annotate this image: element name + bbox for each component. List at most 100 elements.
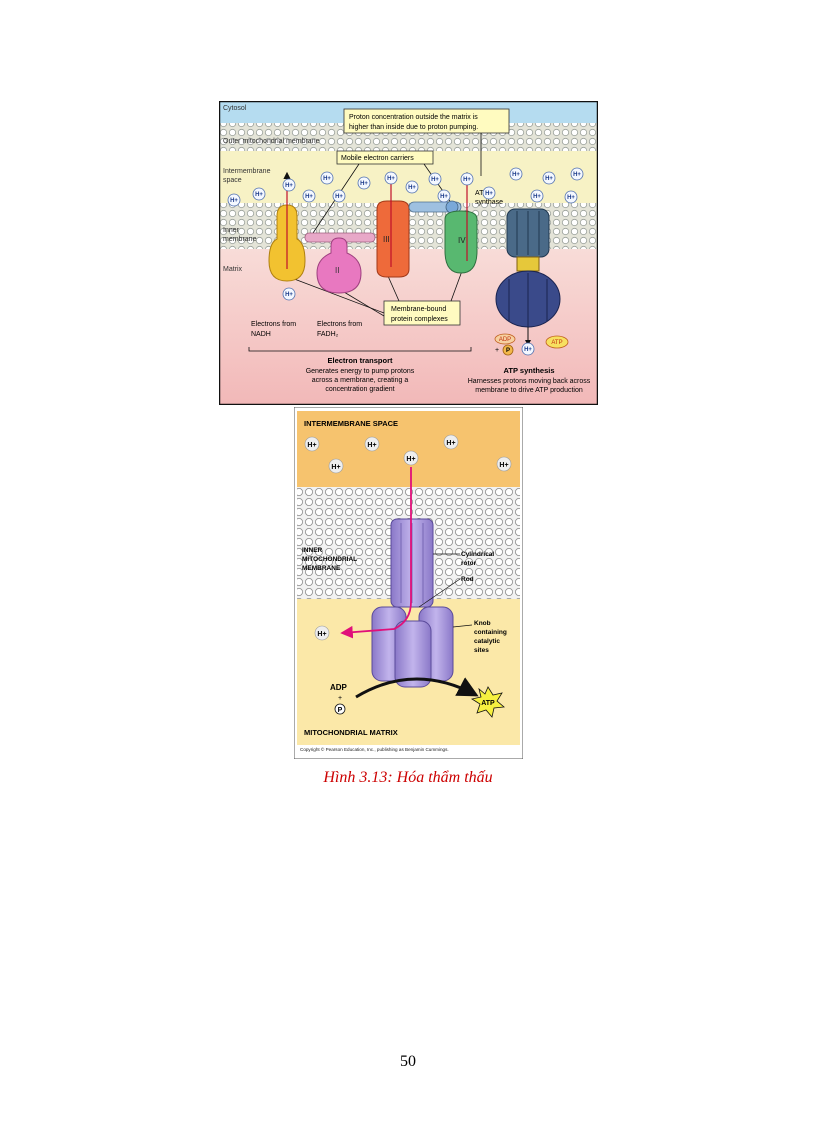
atp-label: ATP [481, 700, 495, 707]
svg-text:H+: H+ [499, 462, 508, 469]
bottom-protons: H+ H+ H+ H+ H+ H+ H+ [304, 434, 512, 641]
svg-text:H+: H+ [323, 176, 331, 182]
atp-synthase-label: ATP [475, 190, 488, 197]
phosphate-label: P [506, 348, 510, 354]
proton-icon: H+ [521, 342, 535, 356]
intermembrane-space-label: INTERMEMBRANE SPACE [304, 419, 398, 428]
proton-icon: H+ [282, 178, 296, 192]
atp-synthase-label: synthase [475, 199, 503, 206]
proton-icon: H+ [252, 187, 266, 201]
svg-text:H+: H+ [406, 456, 415, 463]
inner-membrane-label: INNER [302, 547, 323, 554]
svg-text:H+: H+ [408, 185, 416, 191]
proton-icon: H+ [437, 189, 451, 203]
region-matrix-label: Matrix [223, 266, 243, 273]
electrons-fadh-label: FADH₂ [317, 331, 339, 338]
proton-icon: H+ [282, 287, 296, 301]
proton-callout-text: higher than inside due to proton pumping… [349, 124, 478, 131]
atp-synthesis-title: ATP synthesis [504, 366, 555, 375]
complex-iii-label: III [383, 235, 390, 244]
electrons-nadh-label: NADH [251, 331, 271, 338]
proton-icon: H+ [530, 189, 544, 203]
bound-complexes-callout-text: Membrane-bound [391, 306, 446, 313]
complex-iii: III [376, 171, 410, 278]
svg-text:H+: H+ [446, 440, 455, 447]
knob-label: sites [474, 647, 489, 654]
top-protons: H+ H+ H+ H+ H+ H+ H+ H+ H+ H+ H+ H+ H+ H… [227, 167, 584, 356]
proton-icon: H+ [482, 186, 496, 200]
proton-icon: H+ [302, 189, 316, 203]
atp-synthesis-text: Harnesses protons moving back across [468, 378, 591, 385]
complex-iv-label: IV [458, 236, 466, 245]
region-cytosol-label: Cytosol [223, 105, 247, 112]
proton-icon: H+ [320, 171, 334, 185]
svg-text:H+: H+ [431, 177, 439, 183]
svg-text:H+: H+ [367, 442, 376, 449]
electron-transport-figure: Cytosol Outer mitochondrial membrane Int… [219, 101, 598, 405]
complex-ii: II [316, 237, 362, 294]
rod-label: Rod [461, 576, 474, 583]
atp-synthase-figure: INTERMEMBRANE SPACE H+ H+ H+ H+ H+ H+ H+… [294, 407, 523, 759]
proton-icon: H+ [570, 167, 584, 181]
knob-label: containing [474, 629, 507, 636]
bound-complexes-callout-text: protein complexes [391, 316, 448, 323]
svg-text:H+: H+ [440, 194, 448, 200]
proton-icon: H+ [403, 450, 419, 466]
svg-text:H+: H+ [255, 192, 263, 198]
complex-ii-label: II [335, 266, 339, 275]
proton-icon: H+ [332, 189, 346, 203]
adp-badge [494, 333, 516, 345]
proton-icon: H+ [304, 436, 320, 452]
cylindrical-rotor-label: rotor [461, 560, 477, 567]
atp-burst-icon [470, 686, 505, 718]
phosphate-icon [502, 344, 514, 356]
atp-synthase [371, 518, 454, 688]
svg-text:H+: H+ [317, 631, 326, 638]
atp-badge [545, 335, 569, 349]
proton-icon: H+ [443, 434, 459, 450]
svg-text:H+: H+ [524, 347, 532, 353]
proton-icon: H+ [460, 172, 474, 186]
mobile-carriers-callout-box [336, 150, 434, 165]
inner-membrane-label: MITOCHONDRIAL [302, 556, 357, 563]
proton-icon: H+ [384, 171, 398, 185]
atp-synthesis-text: membrane to drive ATP production [475, 387, 583, 394]
proton-icon: H+ [509, 167, 523, 181]
proton-icon: H+ [227, 193, 241, 207]
svg-text:H+: H+ [573, 172, 581, 178]
proton-icon: H+ [405, 180, 419, 194]
svg-text:H+: H+ [512, 172, 520, 178]
knob-label: Knob [474, 620, 491, 627]
phosphate-label: P [338, 707, 343, 714]
electrons-nadh-label: Electrons from [251, 321, 296, 328]
cylindrical-rotor-label: Cylindrical [461, 551, 494, 558]
region-intermembrane-label: Intermembrane [223, 168, 271, 175]
bound-complexes-callout-box [383, 300, 461, 326]
knob-label: catalytic [474, 638, 500, 645]
adp-label: ADP [330, 683, 348, 692]
svg-text:+: + [495, 347, 499, 354]
page-number: 50 [400, 1053, 416, 1070]
svg-text:H+: H+ [567, 195, 575, 201]
svg-text:H+: H+ [485, 191, 493, 197]
proton-icon: H+ [314, 625, 330, 641]
svg-text:H+: H+ [331, 464, 340, 471]
electron-transport-text: Generates energy to pump protons [306, 368, 415, 375]
svg-text:H+: H+ [360, 181, 368, 187]
svg-text:H+: H+ [533, 194, 541, 200]
proton-icon: H+ [428, 172, 442, 186]
electron-transport-title: Electron transport [327, 356, 393, 365]
complex-iv: IV [444, 171, 478, 274]
svg-text:H+: H+ [545, 176, 553, 182]
electron-transport-text: across a membrane, creating a [312, 377, 409, 384]
region-inner-membrane-label: Inner [223, 227, 240, 234]
proton-callout-text: Proton concentration outside the matrix … [349, 114, 478, 121]
proton-icon: H+ [564, 190, 578, 204]
matrix-label: MITOCHONDRIAL MATRIX [304, 728, 398, 737]
inner-membrane-label: MEMBRANE [302, 565, 341, 572]
proton-icon: H+ [364, 436, 380, 452]
proton-icon: H+ [357, 176, 371, 190]
svg-text:H+: H+ [335, 194, 343, 200]
region-outer-membrane-label: Outer mitochondrial membrane [223, 138, 320, 145]
adp-label: ADP [499, 337, 511, 343]
